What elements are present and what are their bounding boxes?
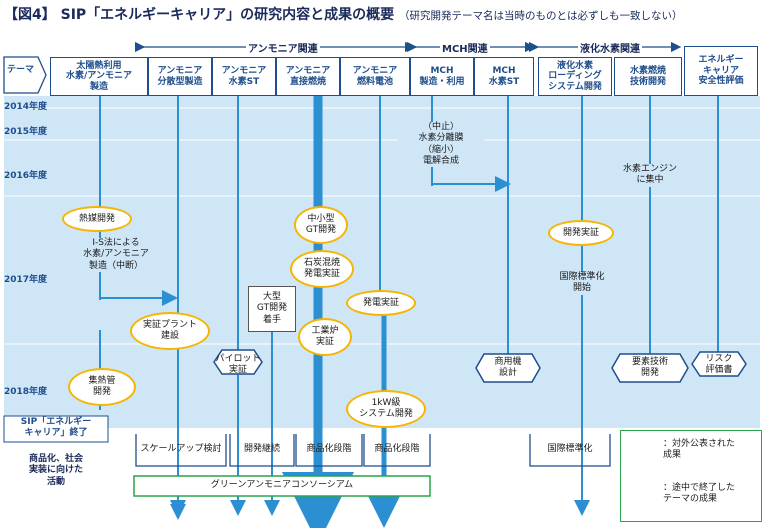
year-2017: 2017年度 [4, 275, 48, 285]
post-box-2 [229, 434, 295, 467]
oval-power-demo: 発電実証 [346, 290, 416, 316]
oval-heat-medium: 熱媒開発 [62, 206, 132, 232]
sip-end-box [3, 415, 109, 443]
oval-coal-cofiring: 石炭混焼 発電実証 [290, 250, 354, 288]
legend: ：対外公表された 成果 ：途中で終了した テーマの成果 [620, 430, 762, 522]
oval-small-gt: 中小型 GT開発 [294, 206, 348, 244]
theme-lh2: 液化水素 ローディング システム開発 [538, 57, 612, 96]
post-activity-label: 商品化、社会 実装に向けた 活動 [28, 454, 83, 487]
annotation-h2-engine: 水素エンジン に集中 [610, 164, 690, 187]
annotation-intl-std: 国際標準化 開始 [540, 272, 624, 295]
oval-kw-system: 1kW級 システム開発 [346, 390, 426, 428]
post-box-4 [363, 434, 431, 467]
year-2018: 2018年度 [4, 387, 48, 397]
hex-element [611, 353, 689, 383]
page-title: 【図4】 SIP「エネルギーキャリア」の研究内容と成果の概要 （研究開発テーマ名… [4, 4, 683, 24]
post-activity-continue: 開発継続 [243, 444, 280, 454]
post-activity-scaleup: スケールアップ検討 [140, 444, 222, 454]
post-box-5 [529, 434, 611, 467]
theme-arrow [3, 56, 47, 94]
hex-pilot [213, 349, 263, 375]
hex-label-risk: リスク 評価書 [705, 354, 733, 376]
theme-safety: エネルギー キャリア 安全性評価 [684, 46, 758, 96]
hex-risk [691, 351, 747, 377]
hex-commercial [475, 353, 541, 383]
theme-h2comb: 水素燃焼 技術開発 [614, 57, 682, 96]
sip-end-label: SIP「エネルギー キャリア」終了 [20, 417, 92, 439]
theme-ammonia-st: アンモニア 水素ST [212, 57, 276, 96]
theme-label: テーマ [7, 65, 35, 75]
hex-label-commercial: 商用機 設計 [494, 357, 522, 379]
oval-industrial-furnace: 工業炉 実証 [298, 318, 352, 356]
theme-solar: 太陽熱利用 水素/アンモニア 製造 [50, 57, 148, 96]
annotation-mch-stop: （中止） 水素分離膜 （縮小） 電解合成 [398, 122, 484, 167]
group-label-ammonia: アンモニア関連 [246, 40, 320, 55]
theme-ammonia-fc: アンモニア 燃料電池 [340, 57, 410, 96]
oval-heat-collector: 集熱管 開発 [68, 368, 136, 406]
year-2014: 2014年度 [4, 102, 48, 112]
post-box-1 [135, 434, 227, 467]
theme-mch-st: MCH 水素ST [474, 57, 534, 96]
post-activity-commercial-1: 商品化段階 [306, 444, 352, 454]
post-activity-intl-std: 国際標準化 [547, 444, 593, 454]
theme-mch: MCH 製造・利用 [410, 57, 474, 96]
legend-hex-text: ：途中で終了した テーマの成果 [663, 483, 736, 505]
box-large-gt: 大型 GT開発 着手 [248, 286, 296, 332]
group-label-mch: MCH関連 [440, 40, 490, 55]
group-label-lh2: 液化水素関連 [578, 40, 642, 55]
legend-oval-text: ：対外公表された 成果 [663, 439, 736, 461]
year-2016: 2016年度 [4, 171, 48, 181]
title-main: 【図4】 SIP「エネルギーキャリア」の研究内容と成果の概要 [4, 7, 395, 23]
post-box-3 [295, 434, 363, 467]
theme-ammonia-direct: アンモニア 直接燃焼 [276, 57, 340, 96]
annotation-is-process: I-S法による 水素/アンモニア 製造（中断） [66, 238, 166, 272]
consortium-box [133, 475, 431, 497]
theme-ammonia-dist: アンモニア 分散型製造 [148, 57, 212, 96]
consortium-label: グリーンアンモニアコンソーシアム [210, 480, 354, 490]
oval-demo-plant: 実証プラント 建設 [130, 312, 210, 350]
hex-label-pilot: パイロット 実証 [215, 354, 261, 376]
post-activity-commercial-2: 商品化段階 [374, 444, 420, 454]
title-note: （研究開発テーマ名は当時のものとは必ずしも一致しない） [399, 10, 683, 22]
year-2015: 2015年度 [4, 127, 48, 137]
oval-lh2-demo: 開発実証 [548, 220, 614, 246]
hex-label-element: 要素技術 開発 [631, 357, 668, 379]
